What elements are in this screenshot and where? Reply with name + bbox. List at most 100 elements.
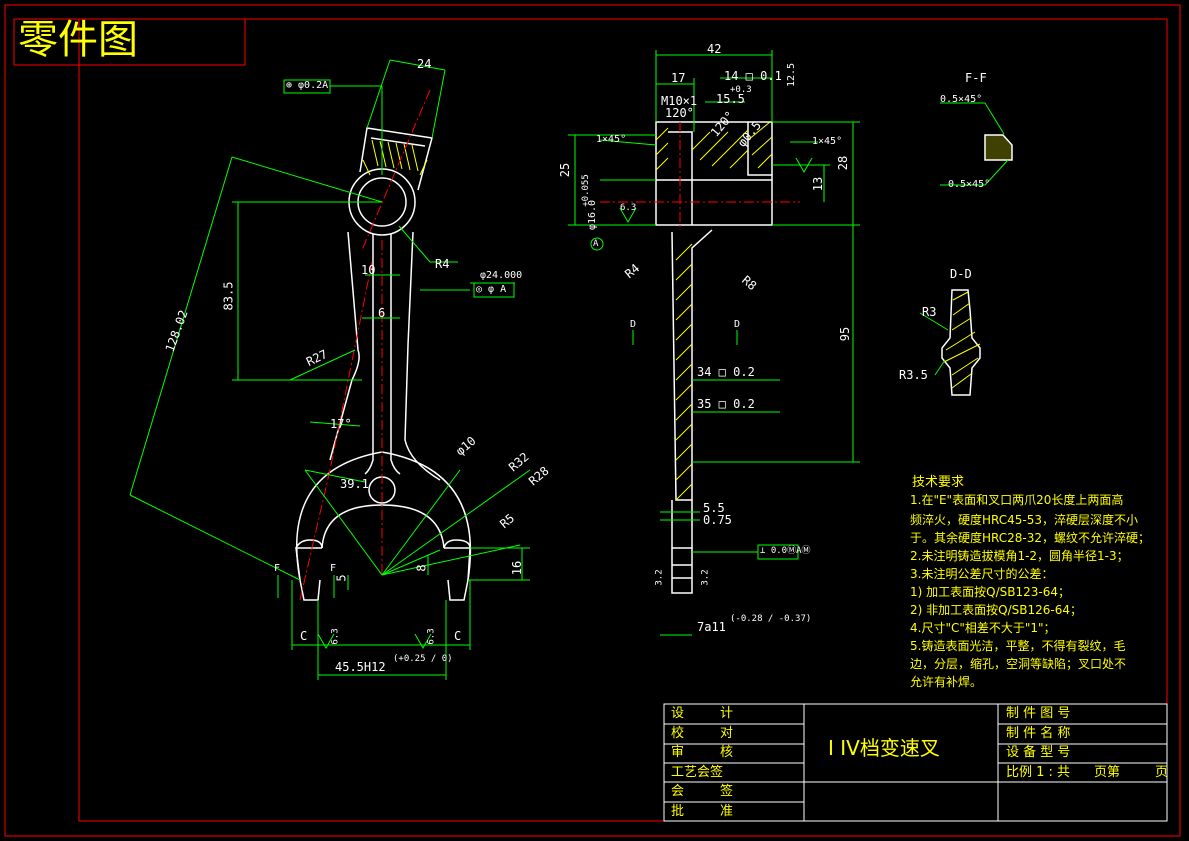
dim-10: 10 (361, 263, 376, 277)
dd-r35: R3.5 (899, 368, 928, 382)
dim-39-1: 39.1 (340, 477, 369, 491)
tb-review-a: 审 (671, 745, 685, 760)
tol-hole: ◎ φ A (476, 284, 507, 295)
title-box (13, 18, 246, 66)
dim-15-5: 15.5 (716, 92, 745, 106)
tb-review-b: 核 (720, 745, 734, 760)
label-d-right: D (734, 319, 741, 330)
ff-title: F-F (965, 71, 987, 85)
tb-field-1: 制 件 图 号 (1006, 706, 1071, 721)
dim-24-top: 24 (417, 57, 432, 71)
dim-c-left: C (300, 629, 308, 643)
dim-6-3a: 6.3 (620, 203, 637, 213)
dim-83-5: 83.5 (221, 281, 236, 311)
tb-field-4: 比例 1 : 共 (1006, 765, 1071, 780)
tech-line: 2.未注明铸造拔模角1-2，圆角半径1-3； (910, 549, 1129, 563)
dim-16-b: 16 (510, 560, 525, 576)
tol-top: ⊕ φ0.2A (286, 80, 329, 91)
dim-24000: φ24.000 (480, 270, 523, 281)
tb-check-a: 校 (671, 726, 685, 741)
drawing-title: 零件图 (18, 17, 138, 63)
dim-95: 95 (838, 326, 853, 342)
dim-45-5-tol: (+0.25 / 0) (393, 654, 453, 664)
dim-10-3: +0.3 (730, 85, 752, 95)
dim-7a11: 7a11 (697, 620, 726, 634)
dim-m10: M10×1 (661, 94, 698, 108)
tb-part-name: I IV档变速叉 (828, 736, 940, 760)
tech-line: 1.在"E"表面和叉口两爪20长度上两面高 (910, 493, 1124, 507)
dim-c-right: C (454, 629, 462, 643)
tech-line: 允许有补焊。 (910, 675, 983, 689)
ff-section (984, 134, 1013, 161)
tb-approve-a: 批 (671, 804, 685, 819)
dim-17-side: 17 (671, 71, 686, 85)
dim-8: 8 (414, 564, 429, 572)
dim-perp: ⊥ 0.0ⓂAⓂ (760, 546, 811, 556)
dim-chamfer1: 1×45° (596, 134, 627, 145)
dim-16: φ16.0 (587, 199, 599, 231)
tb-sign-b: 签 (720, 784, 734, 799)
dim-25: 25 (558, 162, 573, 178)
dim-13: 13 (811, 176, 826, 192)
sections (919, 102, 1013, 396)
dim-120: 120° (665, 106, 694, 120)
outer-frame (4, 4, 1181, 837)
tb-design-b: 计 (720, 706, 734, 721)
tb-field-3: 设 备 型 号 (1006, 745, 1071, 760)
dim-r4: R4 (435, 257, 450, 271)
dim-5-5: 5.5 (703, 501, 725, 515)
front-view-hatch (362, 139, 428, 176)
title-block-lines (663, 703, 1168, 822)
tb-field-2: 制 件 名 称 (1006, 726, 1071, 741)
tech-line: 1) 加工表面按Q/SB123-64； (910, 585, 1070, 599)
tb-sign-a: 会 (671, 784, 685, 799)
tech-line: 4.尺寸"C"相差不大于"1"； (910, 621, 1056, 635)
dim-chamfer2: 1×45° (812, 136, 843, 147)
dim-42: 42 (707, 42, 722, 56)
dim-3-2a: 3.2 (654, 569, 665, 586)
tb-process: 工艺会签 (671, 765, 724, 780)
dim-35: 35 □ 0.2 (697, 397, 755, 411)
inner-frame (78, 18, 1168, 822)
label-a: A (593, 239, 599, 249)
side-view-dims (568, 50, 860, 636)
dim-34: 34 □ 0.2 (697, 365, 755, 379)
tech-line: 频淬火，硬度HRC45-53，淬硬层深度不小 (910, 513, 1139, 527)
dim-3-2b: 3.2 (700, 569, 711, 586)
tech-line: 边，分层，缩孔，空洞等缺陷；叉口处不 (910, 657, 1127, 671)
dd-r3: R3 (922, 305, 937, 319)
dd-title: D-D (950, 267, 972, 281)
tech-line: 2) 非加工表面按Q/SB126-64； (910, 603, 1082, 617)
ff-c2: 0.5×45° (948, 179, 991, 190)
label-f-mid: F (330, 563, 337, 574)
tb-design-a: 设 (671, 706, 685, 721)
dim-5: 5 (334, 574, 349, 582)
tb-field-4b: 页第 (1094, 765, 1121, 780)
side-view-centerlines (600, 122, 800, 230)
dd-section (941, 289, 981, 396)
dim-0-75: 0.75 (703, 513, 732, 527)
dim-6-3c: 6.3 (426, 628, 437, 645)
side-view-hatch (655, 121, 773, 501)
dim-17-angle: 17° (330, 417, 352, 431)
dim-6: 6 (378, 306, 386, 320)
tech-line: 3.未注明公差尺寸的公差： (910, 567, 1054, 581)
tb-check-b: 对 (720, 726, 734, 741)
tb-field-4c: 页 (1155, 765, 1169, 780)
label-d-left: D (630, 319, 637, 330)
dim-14: 14 □ 0.1 (724, 69, 782, 83)
label-f-left: F (274, 563, 281, 574)
dim-6-3b: 6.3 (330, 628, 341, 645)
tech-title: 技术要求 (912, 475, 965, 490)
dim-45-5: 45.5H12 (335, 660, 386, 674)
dim-7a11-tol: (-0.28 / -0.37) (730, 614, 812, 624)
tech-line: 5.铸造表面光洁，平整，不得有裂纹，毛 (910, 639, 1126, 653)
dim-12-5: 12.5 (786, 62, 798, 88)
front-view-dims (129, 59, 531, 680)
tech-line: 于。其余硬度HRC28-32，螺纹不允许淬硬； (910, 531, 1151, 545)
tb-approve-b: 准 (720, 804, 734, 819)
dim-28: 28 (836, 155, 851, 171)
front-view (295, 127, 472, 601)
front-view-centerlines (299, 89, 431, 601)
